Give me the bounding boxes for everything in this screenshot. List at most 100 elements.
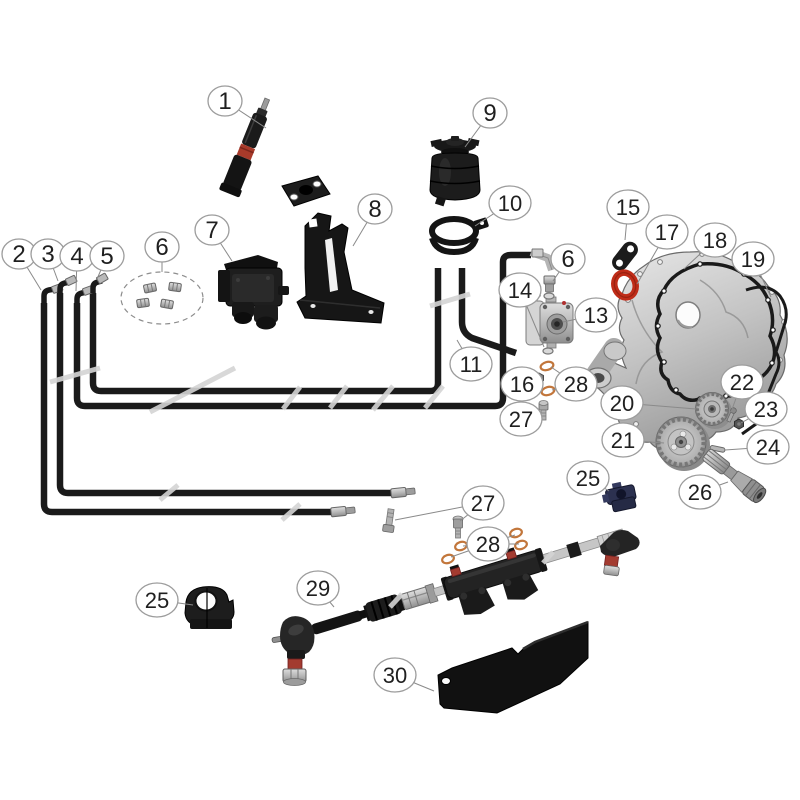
callout-bubbles: 1 2 3 4 5 6 7 8 9 10 6 11 13 14 15 16 17… — [1, 85, 790, 693]
callout-11: 11 — [449, 346, 493, 382]
svg-text:13: 13 — [584, 303, 608, 328]
svg-text:19: 19 — [741, 247, 765, 272]
hex-fitting — [136, 297, 150, 309]
callout-28a: 28 — [554, 366, 598, 402]
hose-end-fitting-3 — [57, 274, 78, 293]
pump-washer-upper — [543, 292, 555, 300]
gear-pump — [525, 296, 574, 349]
svg-text:28: 28 — [476, 532, 500, 557]
svg-text:2: 2 — [12, 241, 25, 268]
cylinder-port-red — [449, 566, 462, 578]
svg-text:16: 16 — [510, 372, 534, 397]
svg-text:4: 4 — [70, 243, 83, 270]
tie-rod-red-band — [287, 658, 303, 670]
hose-3-tip-fitting — [390, 487, 416, 499]
woodruff-key-24 — [709, 445, 726, 453]
cover-opening — [675, 301, 701, 329]
callout-6b: 6 — [550, 243, 586, 275]
hose-2 — [40, 303, 332, 516]
callout-21: 21 — [601, 422, 645, 458]
callout-20: 20 — [600, 385, 644, 421]
svg-text:25: 25 — [576, 466, 600, 491]
callout-4: 4 — [59, 240, 95, 272]
callout-6a: 6 — [144, 231, 180, 263]
svg-text:22: 22 — [730, 370, 754, 395]
svg-text:3: 3 — [41, 241, 54, 268]
svg-text:7: 7 — [205, 217, 218, 244]
tie-rod-end-right — [600, 530, 640, 577]
callout-7: 7 — [194, 214, 230, 246]
steering-valve — [218, 255, 289, 330]
svg-text:9: 9 — [483, 100, 496, 127]
hose-11 — [458, 268, 518, 357]
svg-text:17: 17 — [655, 220, 679, 245]
callout-22: 22 — [720, 364, 764, 400]
svg-text:27: 27 — [471, 491, 495, 516]
callout-27b: 27 — [461, 485, 505, 521]
svg-text:1: 1 — [218, 88, 231, 115]
svg-text:27: 27 — [509, 407, 533, 432]
callout-1: 1 — [207, 85, 243, 117]
hose-5 — [89, 268, 442, 395]
small-gasket — [612, 241, 638, 271]
svg-text:20: 20 — [610, 391, 634, 416]
clamp-25-right — [601, 481, 637, 513]
hose-4 — [73, 251, 531, 410]
svg-text:10: 10 — [498, 191, 522, 216]
svg-text:18: 18 — [703, 228, 727, 253]
steering-cylinder-assembly — [271, 528, 640, 686]
watermark-marks — [49, 291, 555, 609]
callout-15: 15 — [606, 189, 650, 225]
callout-25a: 25 — [566, 460, 610, 496]
o-rings-28-lower — [441, 527, 528, 565]
callout-18: 18 — [693, 222, 737, 258]
reservoir-clamp — [429, 216, 489, 256]
callout-28b: 28 — [466, 526, 510, 562]
svg-text:15: 15 — [616, 195, 640, 220]
cylinder-port-red — [505, 549, 518, 561]
hose-2-tip-fitting — [330, 506, 356, 518]
svg-text:5: 5 — [100, 243, 113, 270]
svg-text:29: 29 — [306, 576, 330, 601]
svg-text:11: 11 — [460, 352, 483, 377]
oil-reservoir — [429, 136, 481, 207]
callout-5: 5 — [89, 240, 125, 272]
callout-10: 10 — [488, 185, 532, 221]
gear-nut-23 — [734, 418, 744, 430]
water-outlet-snout — [584, 338, 627, 389]
hose-end-fitting-5 — [90, 272, 109, 293]
svg-text:26: 26 — [688, 480, 712, 505]
callout-26: 26 — [678, 474, 722, 510]
callout-23: 23 — [744, 391, 788, 427]
svg-text:28: 28 — [564, 372, 588, 397]
callout-19: 19 — [731, 241, 775, 277]
callout-30: 30 — [373, 657, 417, 693]
svg-text:8: 8 — [368, 196, 381, 223]
pump-washer-lower — [542, 347, 554, 355]
svg-text:24: 24 — [756, 435, 780, 460]
hex-fitting — [168, 281, 182, 293]
drive-gear-small — [695, 392, 732, 429]
hydraulic-hose-set — [40, 248, 556, 518]
callout-24: 24 — [746, 429, 790, 465]
svg-text:30: 30 — [383, 663, 407, 688]
o-ring-28-upper-a — [539, 360, 555, 372]
svg-text:6: 6 — [561, 246, 574, 273]
svg-text:21: 21 — [611, 428, 635, 453]
guard-plate — [437, 620, 589, 714]
callout-16: 16 — [500, 366, 544, 402]
bolt-27-lower-left — [382, 508, 395, 533]
hex-fitting — [143, 282, 157, 294]
callout-25b: 25 — [135, 582, 179, 618]
callout-9: 9 — [472, 97, 508, 129]
svg-text:14: 14 — [508, 278, 532, 303]
callout-14: 14 — [498, 272, 542, 308]
callout-29: 29 — [296, 570, 340, 606]
pump-inlet-elbow-fitting — [529, 248, 556, 272]
mounting-bracket — [296, 212, 385, 324]
callout-27a: 27 — [499, 401, 543, 437]
hex-fitting — [160, 298, 174, 310]
svg-text:23: 23 — [754, 397, 778, 422]
red-o-ring — [611, 269, 639, 301]
